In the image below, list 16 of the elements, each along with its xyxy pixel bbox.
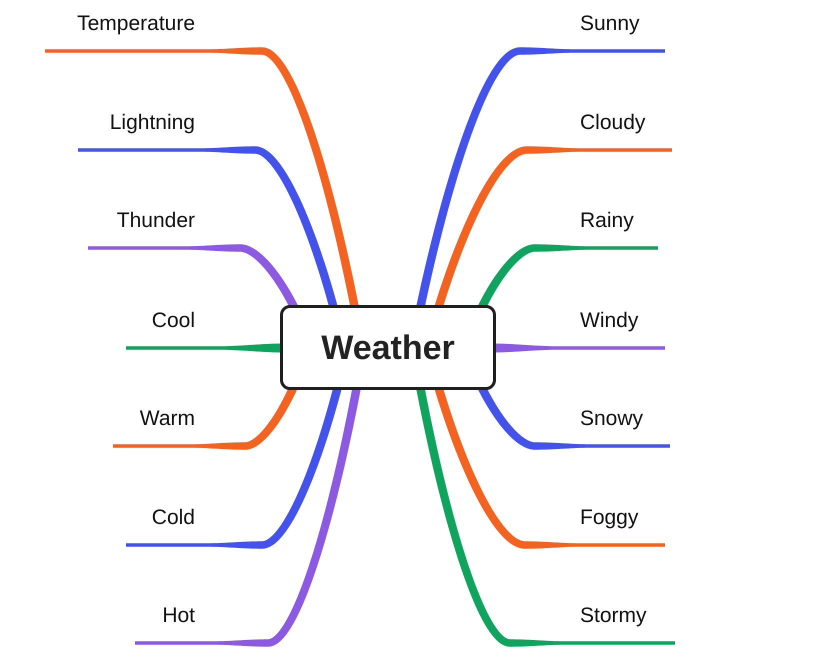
branch-label: Cool [152,308,195,333]
branch-label: Hot [162,603,195,628]
central-topic-box [280,305,496,390]
topic-label: Weather [321,328,455,368]
branch-label: Snowy [580,406,644,431]
branch-label: Sunny [580,11,640,36]
branch-label: Cold [152,505,195,530]
branch-label: Windy [580,308,638,333]
branch-label: Foggy [580,505,638,530]
branch-label: Rainy [580,208,634,233]
branch-label: Cloudy [580,110,646,135]
branch-label: Stormy [580,603,647,628]
branch-label: Warm [140,406,195,431]
branch-label: Thunder [116,208,195,233]
branch-label: Temperature [77,11,195,36]
branch-label: Lightning [110,110,195,135]
